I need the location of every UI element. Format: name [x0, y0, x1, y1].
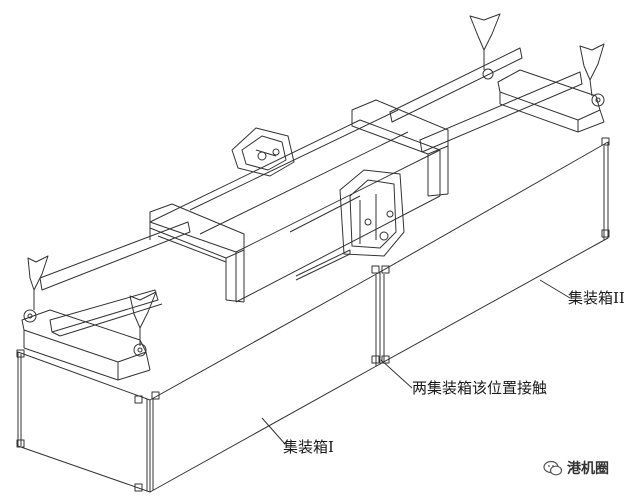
wechat-icon — [543, 460, 563, 475]
leader-line-contact — [380, 359, 413, 389]
container-ii-label: 集装箱II — [568, 289, 625, 307]
left-housing — [149, 203, 245, 303]
container-i-front-face — [17, 351, 151, 493]
mid-mechanism-right — [339, 169, 405, 257]
flipper-back-right-1 — [469, 13, 501, 80]
flipper-front-left — [23, 255, 49, 323]
leader-line-i — [261, 417, 286, 445]
container-ii — [371, 137, 610, 365]
right-housing — [351, 99, 449, 197]
container-ii-side-face — [379, 141, 609, 365]
flipper-front-mid — [129, 291, 157, 357]
contact-point-label: 两集装箱该位置接触 — [412, 379, 548, 397]
telescopic-beam — [149, 109, 441, 303]
container-i — [16, 271, 381, 493]
container-i-label: 集装箱I — [283, 438, 334, 456]
leader-line-ii — [539, 279, 571, 299]
flipper-back-right-2 — [579, 43, 605, 107]
container-i-side-face — [149, 271, 381, 493]
spreader-frame — [21, 47, 605, 381]
mid-mechanism-left — [231, 127, 295, 177]
watermark: 港机圈 — [543, 458, 609, 478]
watermark-text: 港机圈 — [567, 461, 609, 477]
